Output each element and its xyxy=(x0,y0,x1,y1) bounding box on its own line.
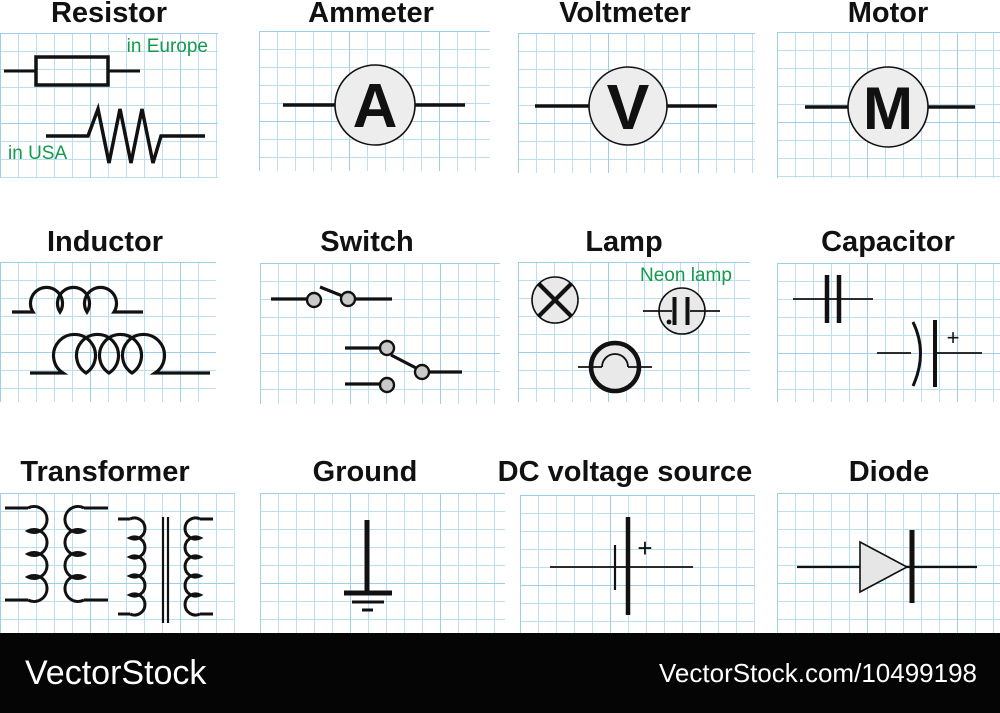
motor-symbol: M xyxy=(805,66,975,148)
panel-dc-voltage-source: + xyxy=(520,495,755,633)
motor-letter: M xyxy=(863,75,913,142)
neon-lamp-label: Neon lamp xyxy=(640,265,732,286)
transformer-symbol xyxy=(5,505,213,623)
diode-symbol xyxy=(797,530,977,603)
panel-diode xyxy=(777,493,1000,633)
panel-capacitor: + xyxy=(777,263,1000,402)
title-ammeter: Ammeter xyxy=(308,0,434,29)
resistor-usa-label: in USA xyxy=(8,143,68,164)
dc-source-plus-sign: + xyxy=(637,533,652,563)
title-voltmeter: Voltmeter xyxy=(559,0,691,29)
panel-switch xyxy=(260,263,500,404)
title-inductor: Inductor xyxy=(47,226,163,258)
panel-ground xyxy=(260,493,505,633)
dc-voltage-source-symbol: + xyxy=(550,517,693,615)
resistor-europe-label: in Europe xyxy=(126,36,208,57)
switch-symbol xyxy=(271,285,462,394)
title-diode: Diode xyxy=(848,456,930,488)
title-dc-voltage-source: DC voltage source xyxy=(497,456,753,488)
title-transformer: Transformer xyxy=(20,456,190,488)
resistor-symbol xyxy=(4,55,205,164)
voltmeter-letter: V xyxy=(607,71,650,143)
vectorstock-logo-text: VectorStock xyxy=(25,653,207,692)
title-capacitor: Capacitor xyxy=(821,226,955,258)
title-lamp: Lamp xyxy=(585,226,663,258)
title-ground: Ground xyxy=(312,456,418,488)
title-switch: Switch xyxy=(320,226,414,258)
inductor-symbol xyxy=(12,285,210,375)
lamp-symbol xyxy=(531,276,720,394)
ground-symbol xyxy=(344,520,392,612)
ammeter-symbol: A xyxy=(283,64,465,146)
panel-voltmeter: V xyxy=(518,33,755,173)
capacitor-symbol: + xyxy=(793,275,982,387)
ammeter-letter: A xyxy=(353,72,398,141)
title-resistor: Resistor xyxy=(50,0,168,29)
vectorstock-credit-url: VectorStock.com/10499198 xyxy=(659,657,977,688)
capacitor-plus-sign: + xyxy=(947,325,960,350)
watermark-bar: VectorStock VectorStock.com/10499198 xyxy=(0,633,1000,713)
panel-resistor: in Europe in USA xyxy=(0,33,218,178)
title-motor: Motor xyxy=(847,0,929,29)
panel-motor: M xyxy=(777,32,1000,178)
panel-lamp: Neon lamp xyxy=(518,262,750,402)
panel-ammeter: A xyxy=(259,31,490,171)
panel-transformer xyxy=(0,493,235,633)
panel-inductor xyxy=(0,262,216,402)
voltmeter-symbol: V xyxy=(535,66,717,146)
